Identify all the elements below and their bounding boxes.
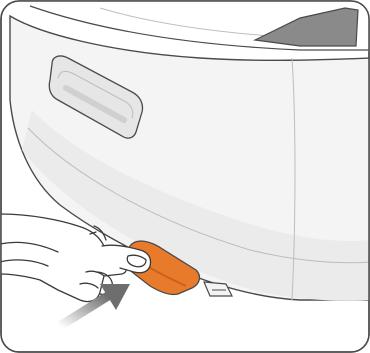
- illustration-stage: [0, 0, 370, 353]
- appliance-illustration: [0, 0, 370, 353]
